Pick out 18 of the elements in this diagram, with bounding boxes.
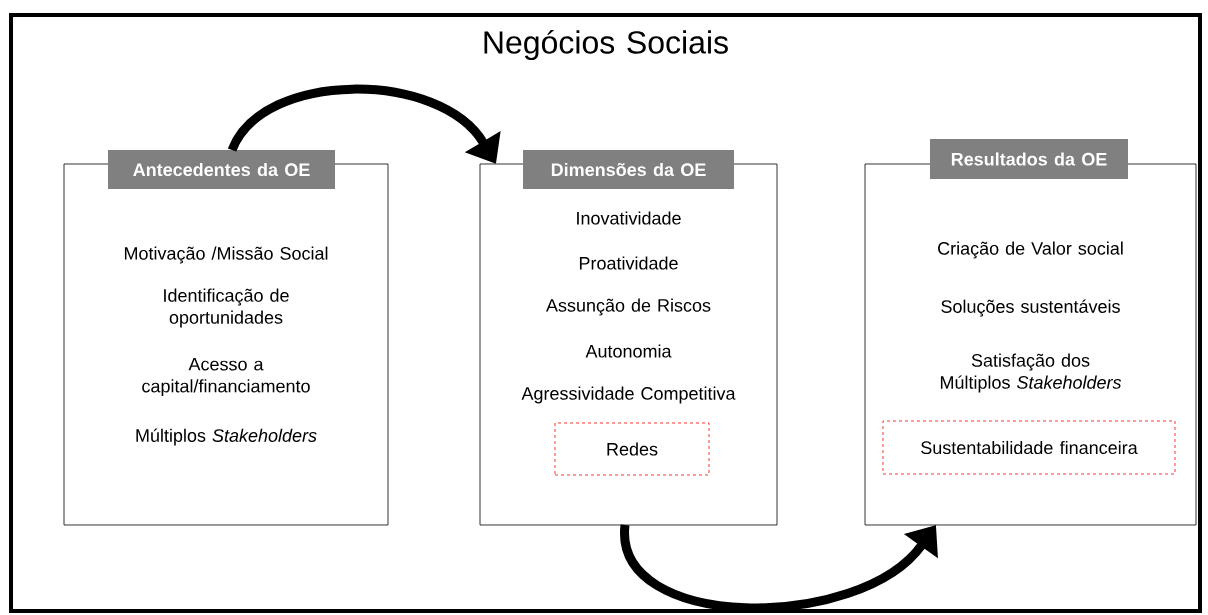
highlight-box: Sustentabilidade financeira	[882, 420, 1176, 475]
list-item: Motivação /Missão Social	[124, 246, 328, 264]
list-item: Satisfação dos Múltiplos Stakeholders	[940, 353, 1122, 393]
list-item: Soluções sustentáveis	[941, 299, 1120, 317]
header-tab: Dimensões da OE	[523, 150, 734, 189]
list-item: Autonomia	[585, 344, 672, 358]
list-item: Criação de Valor social	[938, 241, 1123, 259]
header-tab: Resultados da OE	[930, 139, 1128, 179]
list-item: Acesso a capital/financiamento	[142, 357, 310, 397]
list-item: Agressividade Competitiva	[521, 386, 736, 404]
header-tab: Antecedentes da OE	[108, 150, 335, 189]
list-item: Proatividade	[579, 256, 678, 270]
list-item: Múltiplos Stakeholders	[136, 428, 317, 446]
title: Negócios Sociais	[484, 29, 728, 61]
list-item: Assunção de Riscos	[546, 298, 711, 316]
list-item: Inovatividade	[577, 211, 681, 225]
list-item: Identificação de oportunidades	[164, 288, 289, 328]
highlight-box: Redes	[554, 422, 710, 476]
